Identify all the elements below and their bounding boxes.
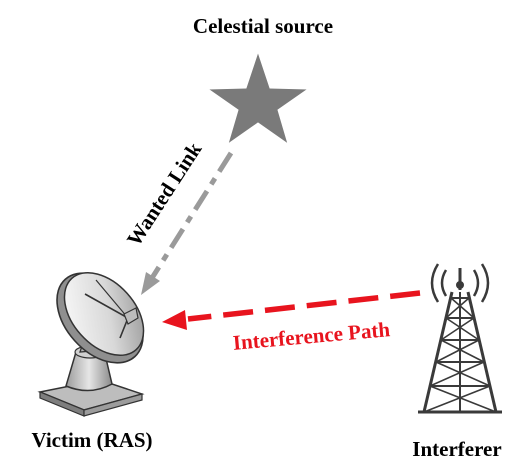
interference-path-label: Interference Path xyxy=(232,317,391,355)
wanted-link-arrow xyxy=(141,151,234,295)
wanted-link-label: Wanted Link xyxy=(122,138,207,251)
radio-telescope-dish-icon xyxy=(37,271,145,417)
celestial-source-label: Celestial source xyxy=(193,14,333,38)
transmission-tower-icon xyxy=(418,263,502,414)
victim-label: Victim (RAS) xyxy=(31,428,152,452)
interferer-label: Interferer xyxy=(412,437,501,461)
star-icon xyxy=(206,50,310,146)
interference-path-arrow xyxy=(162,290,421,330)
